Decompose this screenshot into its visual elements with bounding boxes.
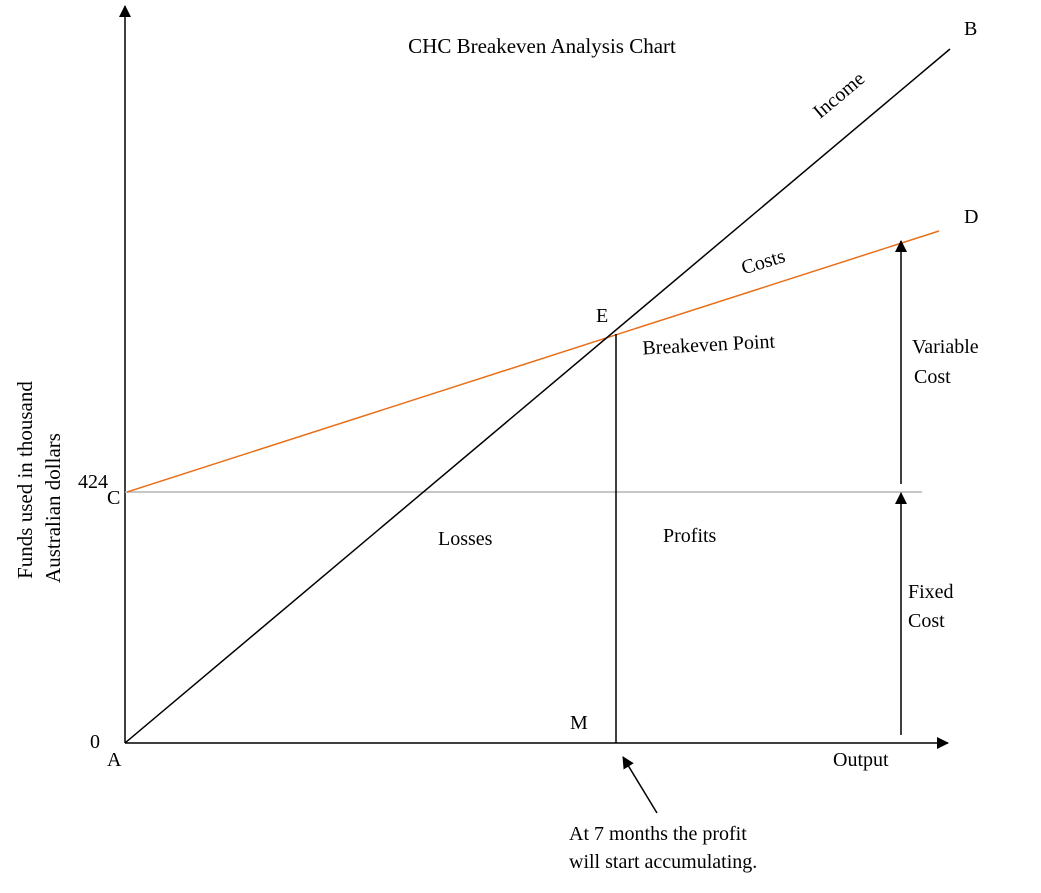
variable-cost-label-line-1: Variable xyxy=(912,336,979,358)
y-axis-label-line-1: Funds used in thousand xyxy=(13,381,37,579)
point-label-b: B xyxy=(964,18,977,40)
income-line xyxy=(124,48,951,744)
tick-label-424: 424 xyxy=(78,471,108,493)
point-label-a: A xyxy=(107,749,122,771)
y-axis-label-line-2: Australian dollars xyxy=(41,433,65,583)
profits-label: Profits xyxy=(663,525,717,547)
costs-line xyxy=(126,230,940,493)
point-label-e: E xyxy=(596,305,608,327)
fixed-cost-label-line-1: Fixed xyxy=(908,581,954,603)
variable-cost-label-line-2: Cost xyxy=(914,366,951,388)
fixed-cost-label-line-2: Cost xyxy=(908,610,945,632)
breakeven-point-label: Breakeven Point xyxy=(642,331,776,360)
annotation-line-2: will start accumulating. xyxy=(569,851,757,873)
point-label-d: D xyxy=(964,206,978,228)
income-label: Income xyxy=(809,68,869,123)
point-label-c: C xyxy=(107,487,120,509)
tick-label-zero: 0 xyxy=(90,731,100,753)
annotation-arrow xyxy=(622,756,658,814)
annotation-line-1: At 7 months the profit xyxy=(569,823,747,845)
costs-label: Costs xyxy=(739,245,788,279)
chart-title: CHC Breakeven Analysis Chart xyxy=(408,34,676,58)
x-axis-label: Output xyxy=(833,749,889,771)
losses-label: Losses xyxy=(438,528,493,550)
point-label-m: M xyxy=(570,712,588,734)
